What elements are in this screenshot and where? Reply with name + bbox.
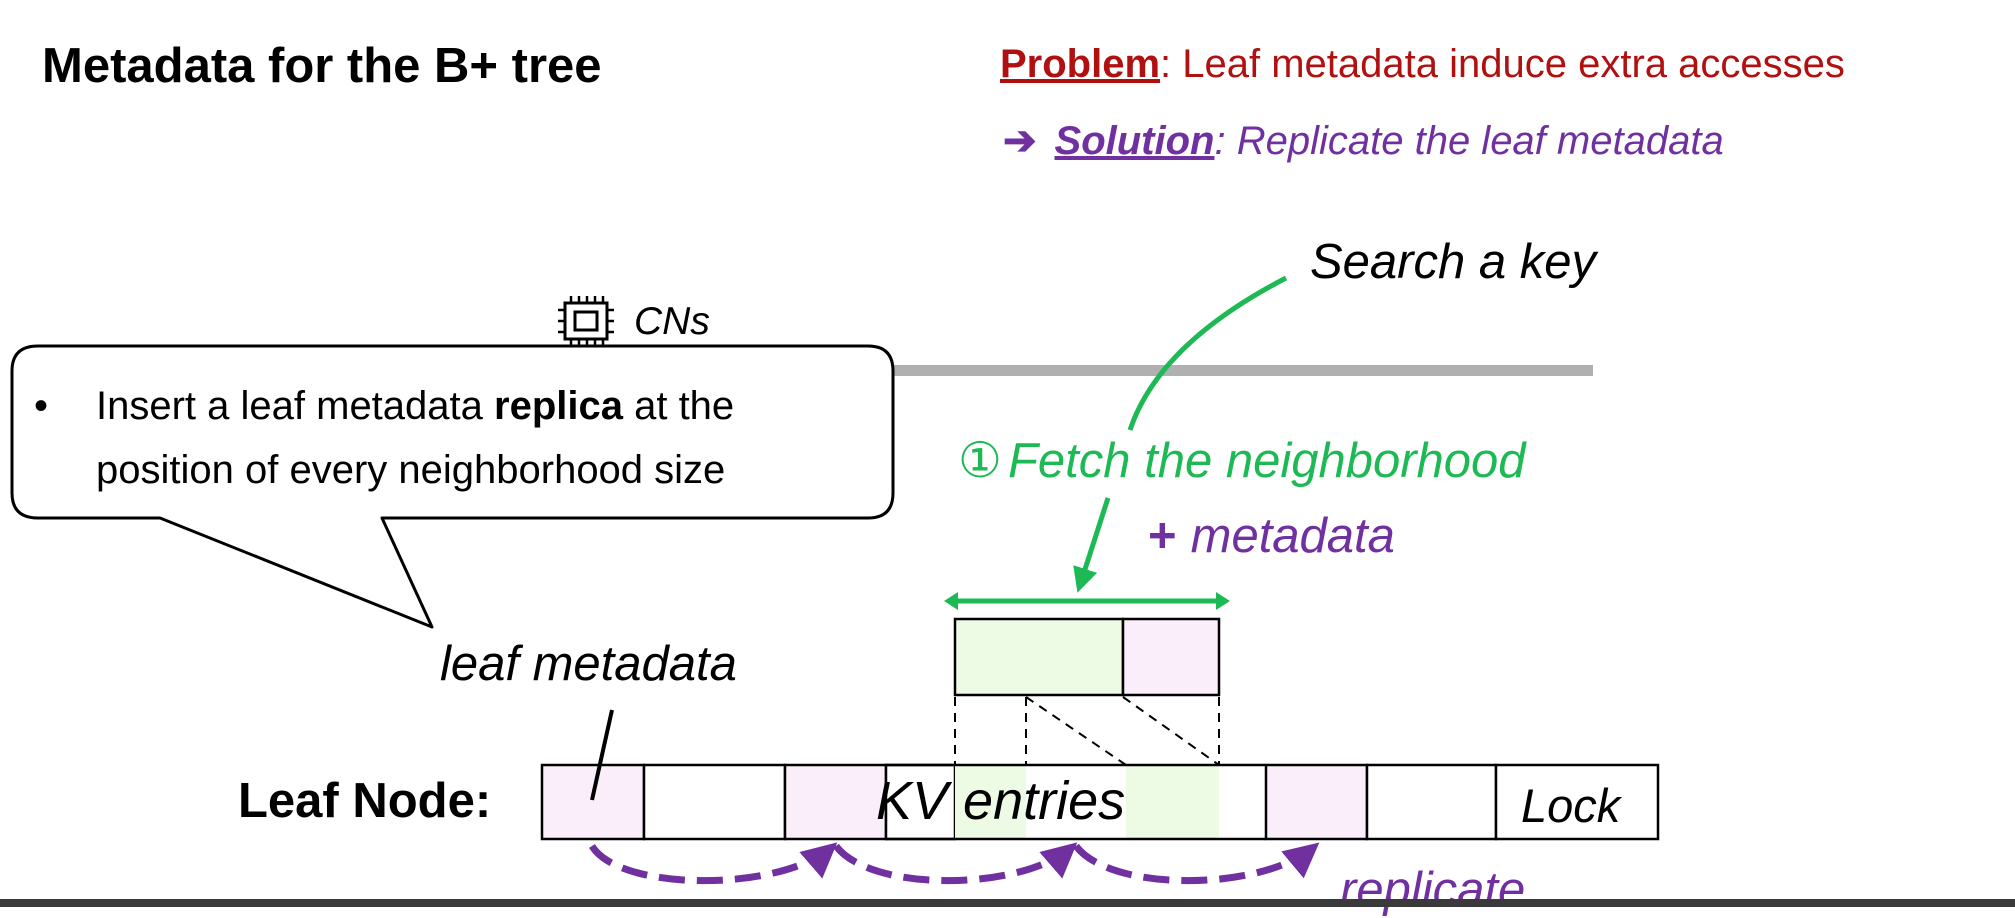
problem-statement: Problem: Leaf metadata induce extra acce… <box>1000 42 1845 87</box>
callout-text-before: Insert a leaf metadata <box>96 384 495 428</box>
leaf-metadata-label: leaf metadata <box>440 637 737 691</box>
metadata-label: metadata <box>1190 509 1395 563</box>
fetched-kv-block <box>953 617 1125 697</box>
callout-text-bold: replica <box>494 384 623 428</box>
lock-label: Lock <box>1521 779 1621 832</box>
callout-bubble <box>10 344 895 629</box>
fetch-arrow <box>1073 497 1111 593</box>
solution-keyword: Solution <box>1054 119 1215 163</box>
cell-metadata-0 <box>540 763 646 841</box>
plus-sign: + <box>1148 509 1177 563</box>
fetched-metadata-block <box>1121 617 1221 697</box>
span-left-head <box>944 592 958 610</box>
metadata-addition: +metadata <box>1148 508 1395 564</box>
cell-kv-fetched <box>955 765 1026 839</box>
cell-lock <box>1494 763 1660 841</box>
step-one-icon: ① <box>958 434 1002 488</box>
replicate-label: replicate <box>1340 863 1526 917</box>
span-right-head <box>1216 592 1230 610</box>
kv-entries-label: KV entries <box>876 771 1126 831</box>
replicate-arrows <box>589 842 1320 885</box>
leaf-metadata-pointer <box>590 709 614 801</box>
problem-keyword: Problem <box>1000 42 1161 86</box>
cell-kv-2 <box>1026 765 1126 839</box>
leaf-node-label: Leaf Node: <box>238 774 492 828</box>
slide-title: Metadata for the B+ tree <box>42 39 602 93</box>
fetch-label: Fetch the neighborhood <box>1007 434 1526 488</box>
solution-statement: ➔ Solution: Replicate the leaf metadata <box>1003 118 1724 164</box>
cell-kv-4 <box>1365 763 1498 841</box>
solution-text: : Replicate the leaf metadata <box>1214 119 1724 163</box>
search-arrow <box>1127 275 1288 431</box>
right-arrow-icon: ➔ <box>1003 119 1037 163</box>
cell-kv-3 <box>1219 765 1266 839</box>
cpu-chip-icon <box>558 296 614 346</box>
callout-text: • Insert a leaf metadata replica at the … <box>34 374 874 502</box>
cns-label: CNs <box>634 300 710 343</box>
cell-metadata-fetched <box>1126 765 1219 839</box>
bullet-icon: • <box>34 384 49 428</box>
network-bar <box>880 365 1593 376</box>
cell-metadata-1 <box>783 763 888 841</box>
cell-metadata-2 <box>1264 763 1369 841</box>
cell-kv-0 <box>642 763 787 841</box>
projection-lines <box>954 696 1220 766</box>
callout-body: Insert a leaf metadata replica at the po… <box>96 374 874 502</box>
problem-text: : Leaf metadata induce extra accesses <box>1160 42 1845 86</box>
bottom-progress-bar <box>0 899 2015 907</box>
search-key-label: Search a key <box>1310 235 1596 289</box>
callout-text-after: at the position of every neighborhood si… <box>96 384 735 492</box>
leaf-node-row <box>540 763 1660 841</box>
